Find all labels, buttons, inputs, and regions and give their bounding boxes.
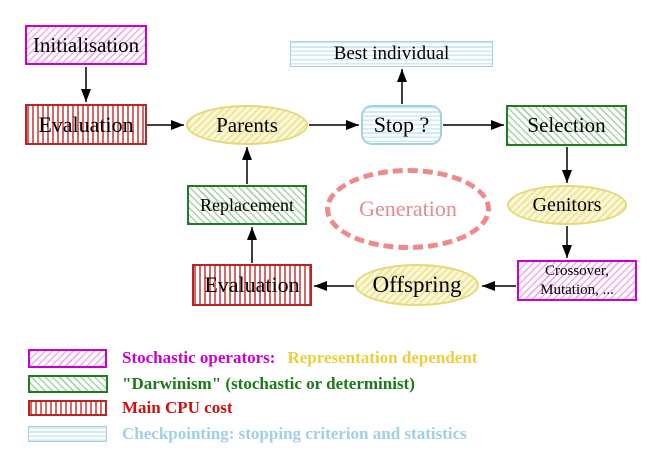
legend-swatch-cpu (28, 400, 107, 416)
legend-swatch-checkpointing (28, 426, 107, 442)
node-offspring: Offspring (355, 264, 479, 306)
legend-swatch-stochastic (28, 348, 107, 368)
legend-label-representation: Representation dependent (287, 348, 478, 367)
node-stop: Stop ? (361, 105, 442, 145)
node-selection-label: Selection (527, 113, 606, 137)
node-generation: Generation (325, 168, 491, 250)
node-offspring-label: Offspring (372, 272, 462, 297)
node-selection: Selection (506, 105, 627, 146)
node-evaluation-top: Evaluation (25, 104, 147, 145)
legend-label-stochastic: Stochastic operators: (122, 348, 276, 367)
node-evaluation-bottom-label: Evaluation (204, 272, 300, 297)
node-best-individual: Best individual (290, 41, 493, 67)
node-initialisation-label: Initialisation (32, 32, 140, 57)
legend-row-checkpointing: Checkpointing: stopping criterion and st… (28, 424, 467, 444)
node-parents-label: Parents (216, 112, 278, 137)
node-best-individual-label: Best individual (333, 43, 450, 64)
node-mutation-label: Mutation, ... (540, 281, 614, 298)
node-genitors-label: Genitors (532, 193, 602, 216)
node-evaluation-bottom: Evaluation (192, 264, 312, 306)
node-generation-label: Generation (359, 196, 457, 221)
legend-row-cpu: Main CPU cost (28, 398, 232, 418)
legend-label-cpu: Main CPU cost (122, 398, 233, 417)
node-replacement: Replacement (187, 185, 307, 225)
node-initialisation: Initialisation (25, 25, 147, 65)
node-parents: Parents (186, 105, 308, 145)
legend-label-darwinism: "Darwinism" (stochastic or determinist) (122, 374, 415, 393)
legend-label-checkpointing: Checkpointing: stopping criterion and st… (122, 424, 467, 443)
node-evaluation-top-label: Evaluation (38, 111, 134, 137)
node-stop-label: Stop ? (373, 112, 430, 137)
node-crossover-mutation: Crossover, Mutation, ... (517, 260, 637, 301)
legend-row-stochastic: Stochastic operators: Representation dep… (28, 348, 477, 368)
legend-swatch-darwinism (28, 375, 108, 393)
node-genitors: Genitors (507, 185, 627, 225)
node-crossover-label: Crossover, (545, 262, 609, 279)
legend-row-darwinism: "Darwinism" (stochastic or determinist) (28, 374, 415, 394)
node-replacement-label: Replacement (200, 194, 294, 215)
